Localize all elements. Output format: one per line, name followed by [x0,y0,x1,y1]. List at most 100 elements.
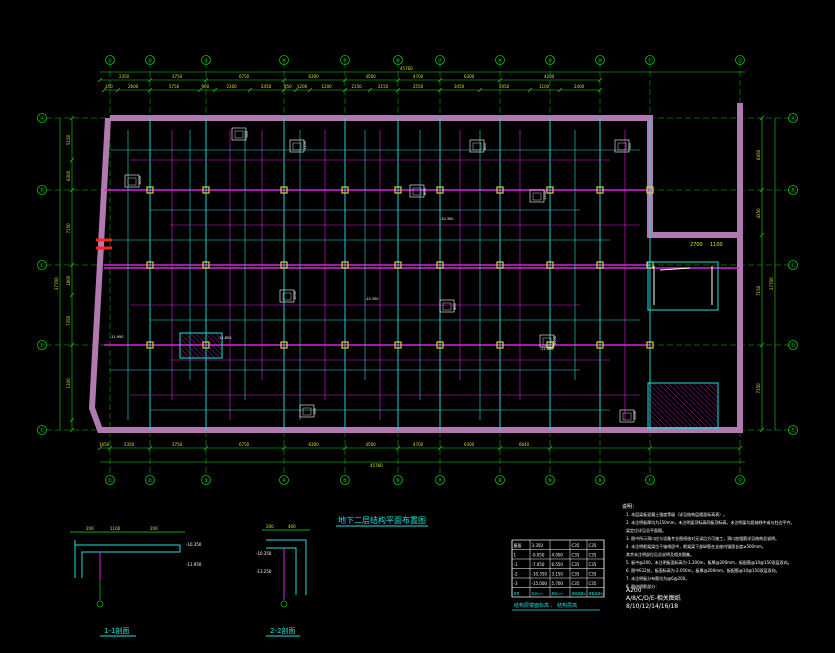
sec2-level-a: -10.350 [256,551,272,556]
sec1-dim-b: 1100 [110,526,121,531]
axis-bubble-top [435,55,445,65]
sec1-dim-a: 200 [86,526,94,531]
hatch-line [677,382,719,424]
axis-label-top: ⑪ [648,57,653,64]
axis-label-bottom: ⑨ [548,478,552,484]
column [646,186,654,194]
axis-label-bottom: ② [148,478,153,484]
hatch-line [662,382,709,429]
table-cell: 1 [514,553,517,558]
beam-tag-text: 700 [245,131,249,138]
axis-bubble-right [788,260,798,270]
dim-tick [69,417,75,423]
axis-label-bottom: ③ [204,478,208,484]
table-cell: C35 [572,553,580,558]
beam-tag-text: 1200 [543,191,547,200]
column [146,261,154,269]
dim-text: 1200 [297,84,308,89]
beam-tag-text: 1000 [293,291,297,300]
tag-box [289,139,305,153]
hatch-area-left [179,332,223,359]
tag-box [124,174,140,188]
axis-label-top: ⑨ [548,58,552,64]
hatch-line [697,382,719,404]
tag-inner [412,187,422,196]
dim-tick [69,292,75,298]
axis-bubble-right [788,113,798,123]
hatch-line [647,407,669,429]
dim-text: 7150 [66,223,71,234]
dim-tick [557,87,563,93]
dim-tick [203,445,209,451]
tag-box [299,404,315,418]
column [496,261,504,269]
axis-bubble-left [37,340,47,350]
axis-label-right: Ⓓ [791,342,796,349]
notes-line: A200 [626,587,642,594]
notes-line: 梁定位详见总平面图。 [626,527,666,533]
dim-tick [97,445,103,451]
dim-tick [527,87,533,93]
dim-text: 350 [105,84,113,89]
dim-tick [395,445,401,451]
dim-text: 2150 [352,84,363,89]
column [146,186,154,194]
column [394,261,402,269]
axis-label-left: Ⓔ [40,427,45,434]
dim-tick [737,445,743,451]
table-cell: -10.350 [532,572,548,577]
dim-text: 7350 [756,383,761,394]
axis-label-bottom: ④ [282,478,287,484]
dim-text: 2550 [413,84,424,89]
dim-text: 2300 [227,84,238,89]
axis-bubble-bottom [201,475,211,485]
dim-tick [69,157,75,163]
axis-label-right: Ⓔ [791,427,796,434]
dim-text: 6300 [464,74,475,79]
table-cell: 3.350 [532,543,544,548]
dim-text: 1300 [66,378,71,389]
column [436,261,444,269]
dim-tick [69,342,75,348]
table-cell: C35 [572,581,580,586]
column [146,341,154,349]
dim-text: 900 [202,84,210,89]
opening-box-right: 2700 1100 [647,242,723,311]
tag-box [279,289,295,303]
notes-line: 其余未注明部位见总说明及相关图集。 [626,551,694,557]
sec2-dim-a: 200 [266,524,274,529]
section-1-title: 1-1剖面 [104,626,129,635]
axis-label-bottom: ⑤ [343,478,347,484]
sec1-level-a: -10.350 [186,542,202,547]
axis-label-right: Ⓑ [791,187,796,194]
sec1-dim-c: 200 [150,526,158,531]
axis-bubble-top [145,55,155,65]
dim-text: 7150 [756,285,761,296]
axis-bubble-right [788,185,798,195]
notes-line: 8/10/12/14/16/18 [626,603,678,610]
tag-inner [472,142,482,151]
sec2-level-b: -13.250 [256,569,272,574]
dim-tick [307,87,313,93]
hatch-line [199,332,223,356]
dim-text: 6750 [239,74,250,79]
table-cell: 3.150 [552,572,564,577]
tag-inner [542,337,552,346]
hatch-line [647,392,684,429]
section-2-title: 2-2剖面 [270,626,295,635]
beam-tag-text: 700 [313,408,317,415]
dim-text: 3750 [172,442,183,447]
notes-line: 4. 未注明框架梁位于轴线居中，框架梁下部纵筋在支座内锚固长度≥500mm。 [626,543,766,549]
axis-bubble-bottom [105,475,115,485]
section-2-2: 200 400 -10.350 -13.250 2-2剖面 [256,524,310,637]
dim-text: 2150 [378,84,389,89]
general-notes: 说明：1. 本层梁板混凝土强度等级（详见结构层楼面标高表）。2. 未注明板厚均为… [622,503,795,610]
axis-label-right: Ⓒ [791,262,796,269]
table-cell: 6.550 [552,562,564,567]
hatch-line [214,332,223,341]
table-cell: -7.050 [532,562,545,567]
right-box-dim-b: 1100 [710,242,723,248]
beam-network [96,118,740,430]
